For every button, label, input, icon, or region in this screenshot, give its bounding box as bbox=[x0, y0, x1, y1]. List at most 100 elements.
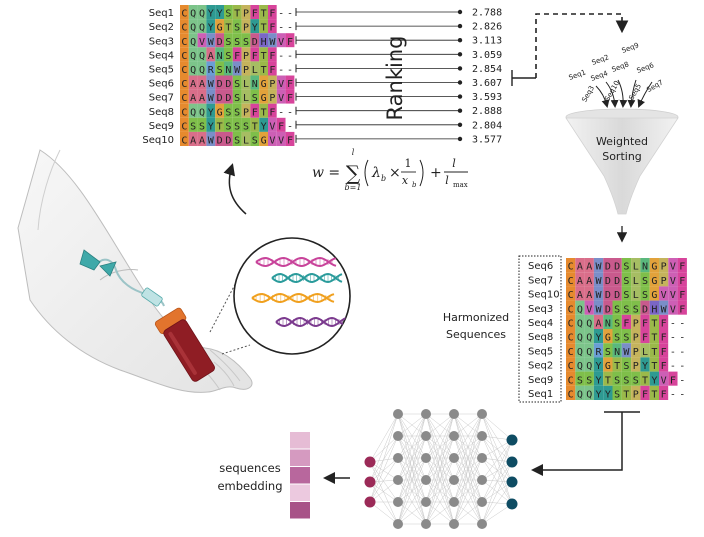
residue-letter: A bbox=[586, 276, 592, 287]
network-edge bbox=[481, 481, 513, 525]
residue-cell bbox=[268, 89, 277, 104]
residue-cell bbox=[188, 131, 198, 146]
residue-cell bbox=[649, 371, 659, 386]
residue-letter: A bbox=[586, 290, 592, 301]
residue-letter: F bbox=[287, 37, 293, 48]
residue-letter: V bbox=[670, 290, 676, 301]
embedding-cell bbox=[290, 449, 310, 466]
score-line-dot bbox=[457, 38, 463, 43]
residue-cell bbox=[566, 385, 576, 400]
residue-letter: T bbox=[614, 361, 620, 372]
residue-letter: F bbox=[679, 290, 685, 301]
residue-cell bbox=[285, 47, 295, 62]
residue-letter: V bbox=[670, 276, 676, 287]
residue-cell bbox=[603, 286, 613, 301]
residue-cell bbox=[241, 47, 251, 62]
residue-letter: S bbox=[623, 333, 629, 344]
formula-lhs: w = bbox=[312, 165, 340, 181]
residue-letter: F bbox=[252, 51, 258, 62]
residue-letter: D bbox=[217, 93, 223, 104]
residue-letter: Y bbox=[217, 9, 223, 20]
residue-letter: C bbox=[568, 333, 574, 344]
residue-cell bbox=[593, 258, 604, 273]
network-edge bbox=[397, 501, 427, 525]
residue-letter: C bbox=[568, 347, 574, 358]
residue-cell bbox=[276, 5, 286, 20]
blood-vial bbox=[154, 307, 215, 382]
network-edge bbox=[369, 435, 399, 463]
residue-cell bbox=[259, 5, 268, 20]
network-node-hidden bbox=[393, 453, 403, 463]
ranking-score: 2.888 bbox=[472, 106, 502, 117]
residue-cell bbox=[640, 357, 650, 372]
weight-formula: w = l ∑ b=1 λ b × 1 x b + l l max bbox=[312, 148, 468, 192]
network-node-input bbox=[364, 496, 376, 508]
score-line-dot bbox=[457, 136, 463, 142]
residue-cell bbox=[631, 343, 641, 358]
residue-letter: F bbox=[269, 9, 275, 20]
butterfly-needle-wing bbox=[99, 261, 117, 277]
residue-cell bbox=[566, 314, 576, 329]
residue-letter: W bbox=[208, 37, 215, 48]
residue-cell bbox=[259, 33, 268, 48]
ranking-score: 3.113 bbox=[472, 36, 502, 47]
residue-letter: P bbox=[633, 333, 639, 344]
residue-cell bbox=[631, 371, 641, 386]
network-edge bbox=[369, 481, 399, 503]
residue-cell bbox=[668, 272, 678, 287]
residue-cell bbox=[593, 357, 604, 372]
scores-bracket bbox=[511, 70, 536, 86]
funnel-input-label: Seq9 bbox=[621, 41, 640, 55]
network-node-hidden bbox=[477, 497, 487, 507]
residue-cell bbox=[668, 385, 678, 400]
network-node-hidden bbox=[421, 453, 431, 463]
residue-letter: Y bbox=[596, 361, 602, 372]
funnel-label-line2: Sorting bbox=[602, 150, 642, 163]
residue-letter: P bbox=[633, 361, 639, 372]
residue-cell bbox=[659, 286, 669, 301]
residue-cell bbox=[232, 19, 242, 34]
residue-letter: T bbox=[234, 9, 240, 20]
network-node-hidden bbox=[477, 475, 487, 485]
residue-letter: - bbox=[278, 107, 284, 118]
residue-letter: - bbox=[287, 9, 293, 20]
residue-cell bbox=[224, 33, 233, 48]
residue-letter: C bbox=[181, 51, 187, 62]
residue-letter: C bbox=[181, 93, 187, 104]
network-edge bbox=[397, 413, 427, 503]
residue-cell bbox=[659, 272, 669, 287]
formula-paren-left bbox=[364, 159, 369, 187]
residue-cell bbox=[241, 117, 251, 132]
residue-letter: S bbox=[633, 375, 639, 386]
sequence-name: Seq8 bbox=[149, 107, 174, 118]
network-edge bbox=[397, 413, 427, 525]
residue-cell bbox=[268, 117, 277, 132]
residue-letter: W bbox=[208, 93, 215, 104]
score-line-dot bbox=[457, 52, 463, 57]
score-line-dot bbox=[457, 108, 463, 113]
ranking-sequence-names: Seq1Seq2Seq3Seq4Seq5Seq6Seq7Seq8Seq9Seq1… bbox=[142, 8, 174, 146]
residue-cell bbox=[584, 385, 594, 400]
residue-letter: D bbox=[225, 93, 231, 104]
network-edge bbox=[397, 413, 427, 481]
residue-cell bbox=[649, 286, 659, 301]
residue-cell bbox=[197, 117, 207, 132]
residue-cell bbox=[631, 300, 641, 315]
funnel-arrow bbox=[605, 81, 619, 108]
sequence-name: Seq9 bbox=[528, 375, 553, 386]
residue-letter: D bbox=[225, 79, 231, 90]
formula-frac2-den: l bbox=[445, 174, 449, 187]
residue-cell bbox=[197, 131, 207, 146]
residue-cell bbox=[677, 258, 687, 273]
network-edge bbox=[453, 413, 483, 481]
residue-cell bbox=[285, 61, 295, 76]
residue-cell bbox=[206, 117, 216, 132]
residue-letter: N bbox=[225, 65, 231, 76]
residue-letter: F bbox=[679, 276, 685, 287]
residue-letter: L bbox=[642, 347, 648, 358]
network-edge bbox=[481, 413, 513, 441]
network-edge bbox=[453, 501, 483, 525]
residue-letter: - bbox=[679, 333, 685, 344]
residue-cell bbox=[276, 117, 286, 132]
residue-letter: Q bbox=[577, 347, 583, 358]
